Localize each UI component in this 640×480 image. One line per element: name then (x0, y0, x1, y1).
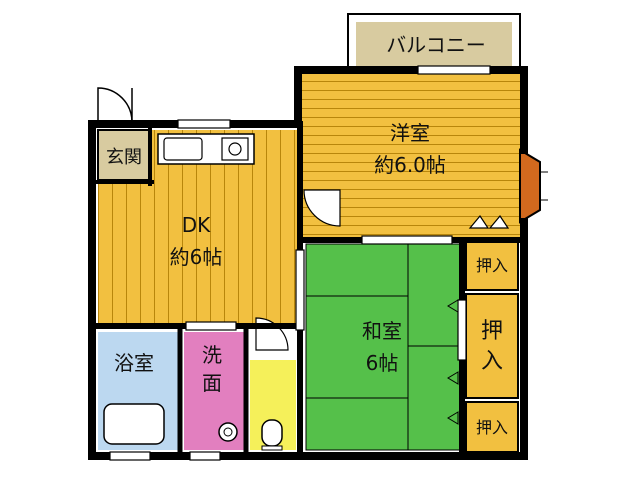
bay-window (519, 148, 548, 224)
kitchen-counter (157, 133, 255, 165)
dk-size: 約6帖 (170, 245, 223, 269)
toilet-room (250, 360, 296, 451)
bath-room: 浴室 (98, 332, 178, 450)
entrance-label: 玄関 (106, 147, 142, 168)
western-room-name: 洋室 (390, 121, 430, 145)
washroom-line2: 面 (202, 371, 222, 395)
japanese-room-size: 6帖 (366, 351, 399, 375)
entrance: 玄関 (97, 129, 151, 181)
japanese-room-name: 和室 (362, 319, 402, 343)
closet-top: 押入 (465, 239, 519, 291)
japanese-room: 和室 6帖 (305, 243, 461, 451)
windows (109, 65, 491, 461)
entrance-door (97, 87, 133, 123)
closet-middle-line1: 押 (481, 319, 503, 344)
balcony-label: バルコニー (386, 33, 486, 57)
closet-top-label: 押入 (476, 256, 508, 275)
balcony: バルコニー (347, 13, 521, 75)
closet-middle: 押 入 (465, 293, 519, 399)
sliding-door-marks (447, 299, 459, 425)
bath-label: 浴室 (114, 351, 154, 375)
washroom: 洗 面 (184, 332, 244, 450)
closet-bottom: 押入 (465, 401, 519, 453)
dk-name: DK (182, 213, 211, 237)
western-room-size: 約6.0帖 (374, 153, 446, 177)
closet-middle-line2: 入 (481, 349, 503, 374)
closet-bottom-label: 押入 (476, 418, 508, 437)
washroom-line1: 洗 (202, 343, 222, 367)
